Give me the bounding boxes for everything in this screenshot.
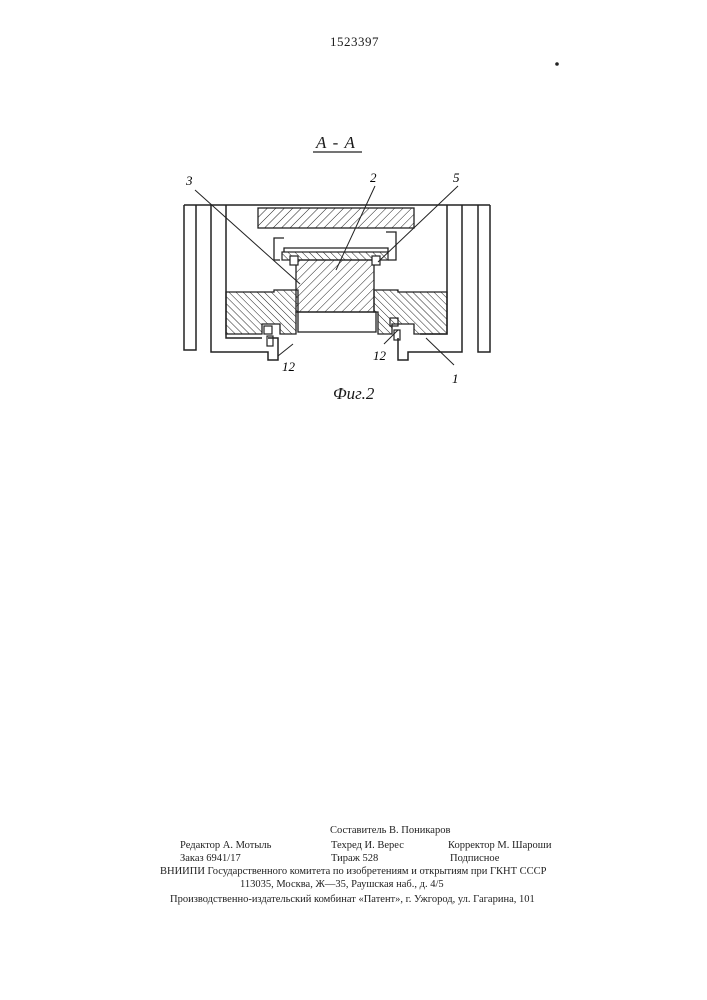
footer-compiler: Составитель В. Поникаров — [330, 825, 450, 836]
footer-techred: Техред И. Верес — [331, 840, 404, 851]
base-right — [374, 290, 447, 334]
footer-order: Заказ 6941/17 — [180, 853, 241, 864]
part-label-12-right: 12 — [373, 348, 387, 363]
footer-subscription: Подписное — [450, 853, 499, 864]
footer-address: 113035, Москва, Ж—35, Раушская наб., д. … — [240, 879, 444, 890]
figure-caption: Фиг.2 — [333, 384, 374, 404]
bottom-slot — [298, 312, 376, 332]
footer-editor: Редактор А. Мотыль — [180, 840, 271, 851]
part-label-12-left: 12 — [282, 359, 296, 374]
footer-circulation: Тираж 528 — [331, 853, 378, 864]
footer-corrector: Корректор М. Шароши — [448, 840, 551, 851]
base-left — [226, 290, 298, 334]
footer-publisher: Производственно-издательский комбинат «П… — [170, 894, 535, 905]
footer-org: ВНИИПИ Государственного комитета по изоб… — [160, 866, 547, 877]
part-label-5: 5 — [453, 170, 460, 185]
central-block — [296, 260, 374, 312]
part-label-3: 3 — [185, 173, 193, 188]
top-beam — [258, 208, 414, 228]
scan-dot — [555, 62, 559, 66]
part-label-2: 2 — [370, 170, 377, 185]
part-label-1: 1 — [452, 371, 459, 386]
